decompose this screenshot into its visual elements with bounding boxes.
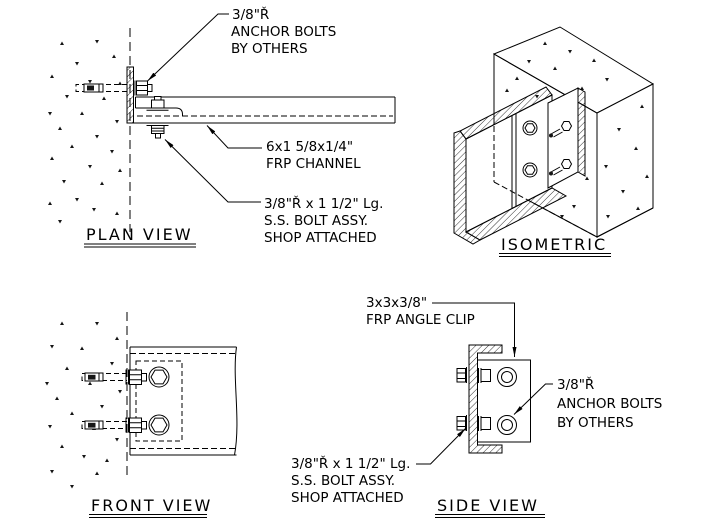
isometric-title: ISOMETRIC	[501, 235, 607, 254]
angle-clip-label-line2: FRP ANGLE CLIP	[366, 312, 475, 328]
plan-title-underline	[84, 243, 196, 248]
isometric-title-underline	[499, 253, 611, 257]
front-title-underline	[89, 514, 207, 518]
iso-channel	[453, 86, 568, 245]
leader-side-anchor	[513, 383, 553, 415]
leader-frp-channel	[206, 125, 262, 149]
plan-bolt-assembly	[146, 96, 169, 139]
channel-label-line1: 6x1 5/8x1/4"	[266, 139, 353, 155]
leader-angle-clip	[432, 302, 517, 357]
iso-anchor-bolt-upper	[549, 121, 573, 138]
plan-bolt-label-line1: 3/8"Ř x 1 1/2" Lg.	[264, 195, 383, 212]
plan-anchor-label-line2: ANCHOR BOLTS	[231, 24, 336, 40]
side-anchor-label-line2: ANCHOR BOLTS	[557, 396, 662, 412]
plan-anchor-label-line1: 3/8"Ř	[232, 6, 269, 23]
front-view-title: FRONT VIEW	[91, 496, 212, 515]
plan-view: 3/8"Ř ANCHOR BOLTS BY OTHERS 6x1 5/8x1/4…	[48, 6, 396, 248]
leader-plan-bolt	[164, 139, 261, 203]
side-bolt-label-line1: 3/8"Ř x 1 1/2" Lg.	[291, 455, 410, 472]
front-channel	[129, 346, 238, 456]
front-view: FRONT VIEW	[45, 312, 238, 518]
iso-angle-clip	[547, 87, 586, 189]
concrete-stipple	[48, 40, 122, 224]
clip-leg-hatched	[126, 66, 134, 124]
leader-side-bolt	[416, 428, 466, 465]
side-shop-bolt-upper	[456, 367, 491, 383]
concrete-stipple-front	[45, 321, 122, 489]
block-hidden-edges	[493, 54, 598, 238]
side-view: 3x3x3/8" FRP ANGLE CLIP 3/8"Ř ANCHOR BOL…	[291, 295, 662, 518]
plan-bolt-label-line3: SHOP ATTACHED	[264, 230, 377, 246]
side-bolt-label-line2: S.S. BOLT ASSY.	[291, 473, 395, 489]
side-view-title: SIDE VIEW	[437, 496, 539, 515]
plan-bolt-label-line2: S.S. BOLT ASSY.	[264, 213, 368, 229]
channel-break-line	[234, 346, 238, 456]
plan-channel	[133, 96, 396, 124]
angle-clip-label-line1: 3x3x3/8"	[366, 295, 427, 311]
side-anchor-label-line3: BY OTHERS	[557, 415, 634, 431]
front-anchor-bolt-upper	[81, 369, 147, 385]
channel-label-line2: FRP CHANNEL	[266, 156, 361, 172]
side-anchor-holes	[497, 367, 517, 435]
iso-anchor-bolt-lower	[549, 159, 573, 176]
plan-anchor-label-line3: BY OTHERS	[231, 41, 308, 57]
channel-end-section	[453, 130, 482, 245]
side-anchor-label-line1: 3/8"Ř	[557, 376, 594, 393]
front-shop-bolts	[148, 366, 170, 436]
front-anchor-bolt-lower	[81, 417, 147, 433]
side-bolt-label-line3: SHOP ATTACHED	[291, 490, 404, 506]
isometric-view: ISOMETRIC	[453, 26, 655, 257]
side-title-underline	[435, 514, 545, 518]
plan-view-title: PLAN VIEW	[86, 225, 193, 244]
plan-anchor-bolt	[75, 80, 153, 96]
leader-plan-anchor	[147, 13, 229, 82]
clip-horizontal-leg	[135, 107, 183, 116]
